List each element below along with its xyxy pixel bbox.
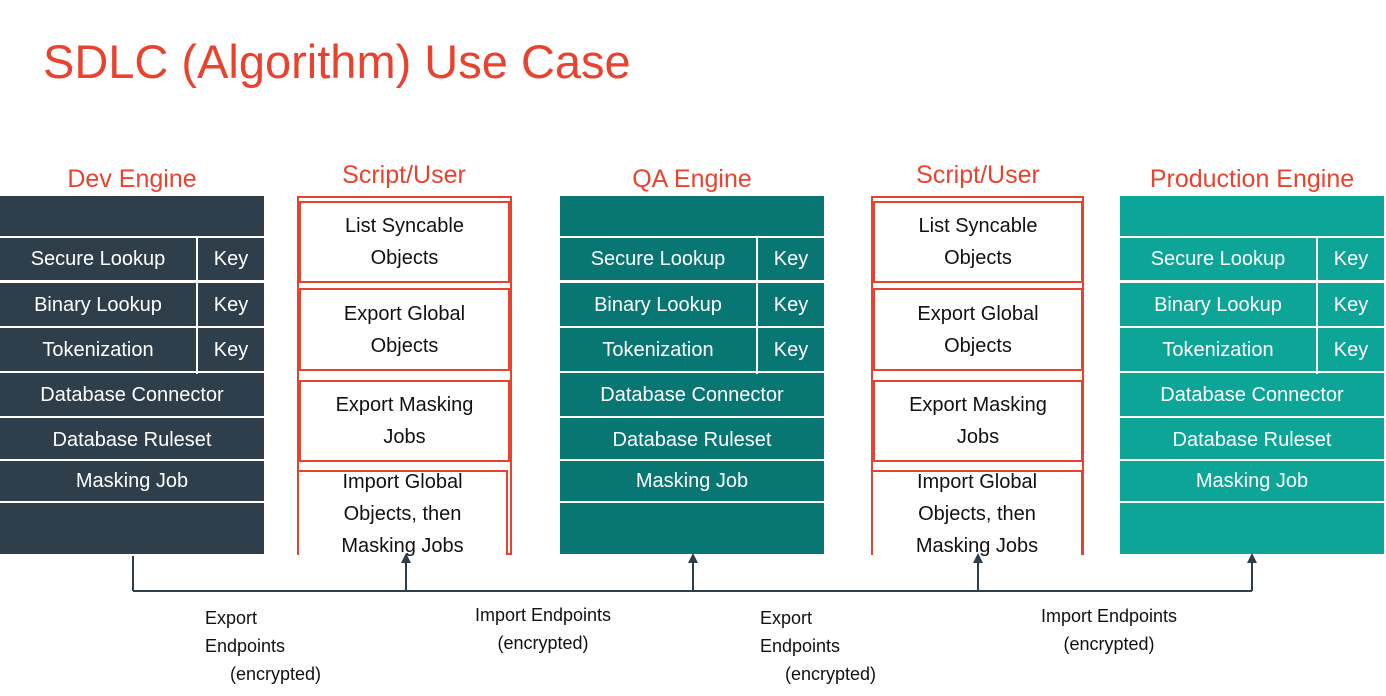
flow-note-export-2: Export Endpoints (encrypted)	[760, 608, 877, 684]
engine-row-separator	[0, 326, 264, 328]
engine-row-separator	[1120, 236, 1384, 238]
engine-row-separator	[0, 236, 264, 238]
engine-row-separator	[0, 416, 264, 418]
prod-masking-job: Masking Job	[1120, 461, 1384, 501]
flow-note-export-1: Export Endpoints (encrypted)	[205, 608, 322, 684]
qa-database-ruleset: Database Ruleset	[560, 419, 824, 461]
prod-secure-lookup: Secure Lookup	[1120, 238, 1316, 280]
engine-row-separator	[560, 236, 824, 238]
flow-note-import-2: Import Endpoints (encrypted)	[1040, 606, 1178, 654]
engine-row-separator	[1120, 501, 1384, 503]
script-user-title-1: Script/User	[342, 161, 466, 189]
engine-row-separator	[1120, 459, 1384, 461]
dev-binary-lookup: Binary Lookup	[0, 284, 196, 326]
engine-key-separator	[196, 236, 198, 374]
engine-row-separator	[0, 459, 264, 461]
step-export-global-objects-2: Export Global Objects	[873, 288, 1083, 371]
qa-engine-title: QA Engine	[632, 165, 752, 193]
qa-masking-job: Masking Job	[560, 461, 824, 501]
engine-row-separator	[560, 501, 824, 503]
qa-engine: Secure Lookup Key Binary Lookup Key Toke…	[560, 196, 824, 554]
prod-binary-lookup: Binary Lookup	[1120, 284, 1316, 326]
engine-row-separator	[1120, 416, 1384, 418]
production-engine-title: Production Engine	[1149, 165, 1355, 193]
step-import-global-objects-2: Import Global Objects, then Masking Jobs	[871, 470, 1083, 557]
dev-secure-lookup: Secure Lookup	[0, 238, 196, 280]
dev-database-ruleset: Database Ruleset	[0, 419, 264, 461]
dev-binary-lookup-key: Key	[198, 284, 264, 326]
page-title: SDLC (Algorithm) Use Case	[43, 35, 631, 88]
engine-key-separator	[1316, 236, 1318, 374]
dev-engine: Secure Lookup Key Binary Lookup Key Toke…	[0, 196, 264, 554]
dev-database-connector: Database Connector	[0, 374, 264, 416]
engine-key-separator	[756, 236, 758, 374]
engine-row-separator	[560, 326, 824, 328]
step-export-masking-jobs-1: Export Masking Jobs	[299, 380, 510, 462]
dev-tokenization-key: Key	[198, 329, 264, 371]
engine-row-separator	[1120, 371, 1384, 373]
production-engine: Secure Lookup Key Binary Lookup Key Toke…	[1120, 196, 1384, 554]
engine-row-separator	[0, 280, 264, 283]
engine-row-separator	[560, 459, 824, 461]
prod-secure-lookup-key: Key	[1318, 238, 1384, 280]
qa-secure-lookup-key: Key	[758, 238, 824, 280]
engine-row-separator	[1120, 326, 1384, 328]
prod-tokenization: Tokenization	[1120, 329, 1316, 371]
qa-binary-lookup-key: Key	[758, 284, 824, 326]
dev-tokenization: Tokenization	[0, 329, 196, 371]
step-list-syncable-objects-2: List Syncable Objects	[873, 201, 1083, 283]
script-user-title-2: Script/User	[916, 161, 1040, 189]
step-list-syncable-objects-1: List Syncable Objects	[299, 201, 510, 283]
prod-tokenization-key: Key	[1318, 329, 1384, 371]
step-export-global-objects-1: Export Global Objects	[299, 288, 510, 371]
engine-row-separator	[1120, 280, 1384, 283]
step-export-masking-jobs-2: Export Masking Jobs	[873, 380, 1083, 462]
engine-row-separator	[560, 416, 824, 418]
prod-database-connector: Database Connector	[1120, 374, 1384, 416]
qa-binary-lookup: Binary Lookup	[560, 284, 756, 326]
flow-note-import-1: Import Endpoints (encrypted)	[474, 605, 612, 653]
qa-tokenization-key: Key	[758, 329, 824, 371]
dev-masking-job: Masking Job	[0, 461, 264, 501]
prod-binary-lookup-key: Key	[1318, 284, 1384, 326]
qa-database-connector: Database Connector	[560, 374, 824, 416]
dev-engine-title: Dev Engine	[67, 165, 197, 193]
qa-secure-lookup: Secure Lookup	[560, 238, 756, 280]
engine-row-separator	[0, 501, 264, 503]
engine-row-separator	[560, 371, 824, 373]
engine-row-separator	[560, 280, 824, 283]
prod-database-ruleset: Database Ruleset	[1120, 419, 1384, 461]
qa-tokenization: Tokenization	[560, 329, 756, 371]
step-import-global-objects-1: Import Global Objects, then Masking Jobs	[297, 470, 508, 557]
engine-row-separator	[0, 371, 264, 373]
dev-secure-lookup-key: Key	[198, 238, 264, 280]
